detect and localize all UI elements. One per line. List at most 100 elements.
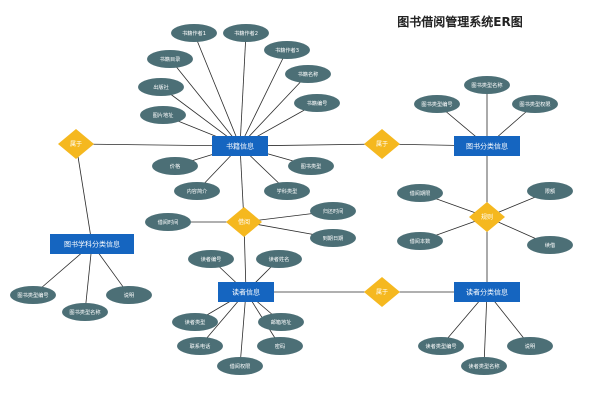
attribute-e6: 密码 xyxy=(257,337,303,355)
attribute-ellipse xyxy=(147,50,193,68)
entity-box xyxy=(50,234,134,254)
relationship-diamond xyxy=(58,129,94,159)
attribute-ellipse xyxy=(10,286,56,304)
connector-line xyxy=(239,32,247,147)
attribute-label: 内容简介 xyxy=(187,187,209,195)
attribute-a11: 内容简介 xyxy=(174,182,220,200)
attribute-ellipse xyxy=(62,303,108,321)
attribute-d1: 借阅期限 xyxy=(397,184,443,202)
attribute-label: 密码 xyxy=(275,342,285,350)
attribute-label: 读者类型编号 xyxy=(425,342,456,350)
attribute-a6: 出版社 xyxy=(138,78,184,96)
entity-bookcat: 图书分类信息 xyxy=(454,136,520,156)
attribute-d2: 借阅本数 xyxy=(397,232,443,250)
attribute-ellipse xyxy=(294,94,340,112)
attribute-ellipse xyxy=(527,236,573,254)
entity-label: 图书分类信息 xyxy=(466,142,508,151)
attribute-ellipse xyxy=(152,157,198,175)
entity-book: 书籍信息 xyxy=(212,136,268,156)
attribute-label: 限额 xyxy=(545,187,556,195)
attribute-label: 图书类型名称 xyxy=(471,81,502,89)
attribute-label: 出版社 xyxy=(153,83,169,91)
attribute-d3: 限额 xyxy=(527,182,573,200)
attribute-label: 书籍作者2 xyxy=(234,29,258,37)
relationship-r_right: 属于 xyxy=(364,129,400,159)
attribute-ellipse xyxy=(310,202,356,220)
attribute-s2: 图书类型名称 xyxy=(62,303,108,321)
attribute-label: 书籍作者1 xyxy=(182,29,206,37)
attribute-label: 续借 xyxy=(545,241,556,249)
connector-line xyxy=(483,291,488,367)
attribute-ellipse xyxy=(140,106,186,124)
attribute-ellipse xyxy=(188,250,234,268)
attribute-e3: 读者类型 xyxy=(172,313,218,331)
entity-label: 读者分类信息 xyxy=(466,288,508,297)
attribute-e7: 借阅权限 xyxy=(217,357,263,375)
attribute-label: 说明 xyxy=(124,291,134,299)
relationship-r_borrow: 借阅 xyxy=(226,207,262,237)
attribute-s1: 图书类型编号 xyxy=(10,286,56,304)
attribute-label: 书籍作者3 xyxy=(275,46,299,54)
relationship-diamond xyxy=(364,277,400,307)
connector-line xyxy=(239,291,247,367)
attribute-label: 邮箱地址 xyxy=(271,318,292,326)
connector-line xyxy=(193,32,241,147)
connector-line xyxy=(84,243,93,313)
attribute-ellipse xyxy=(258,313,304,331)
attribute-ellipse xyxy=(418,337,464,355)
attribute-label: 说明 xyxy=(525,342,535,350)
attribute-label: 借阅时间 xyxy=(158,218,179,226)
attribute-label: 价格 xyxy=(170,162,181,170)
attribute-ellipse xyxy=(171,24,217,42)
entity-label: 读者信息 xyxy=(232,288,260,297)
relationship-r_rules: 规则 xyxy=(469,202,505,232)
attribute-ellipse xyxy=(172,313,218,331)
attribute-ellipse xyxy=(177,337,223,355)
attribute-label: 读者编号 xyxy=(201,255,222,263)
entity-box xyxy=(454,282,520,302)
entity-box xyxy=(218,282,274,302)
attribute-a7: 书籍编号 xyxy=(294,94,340,112)
attribute-ellipse xyxy=(288,157,334,175)
attribute-c1: 借阅时间 xyxy=(145,213,191,231)
diagram-title: 图书借阅管理系统ER图 xyxy=(397,14,522,29)
attribute-label: 书籍目录 xyxy=(160,55,181,63)
attribute-ellipse xyxy=(256,250,302,268)
attribute-d4: 续借 xyxy=(527,236,573,254)
relationship-r_left: 属于 xyxy=(58,129,94,159)
attribute-ellipse xyxy=(285,65,331,83)
attribute-ellipse xyxy=(414,95,460,113)
attribute-e4: 邮箱地址 xyxy=(258,313,304,331)
attribute-b2: 图书类型编号 xyxy=(414,95,460,113)
entity-subject: 图书学科分类信息 xyxy=(50,234,134,254)
attribute-label: 到期日期 xyxy=(323,235,344,242)
attribute-f3: 读者类型名称 xyxy=(461,357,507,375)
connector-line xyxy=(239,73,309,147)
attribute-ellipse xyxy=(310,229,356,247)
attribute-e2: 读者姓名 xyxy=(256,250,302,268)
attribute-a3: 书籍作者3 xyxy=(264,41,310,59)
attribute-label: 归还时间 xyxy=(323,207,344,215)
attribute-label: 图书类型权限 xyxy=(519,100,550,108)
relationship-label: 属于 xyxy=(376,289,388,296)
attribute-a8: 图片地址 xyxy=(140,106,186,124)
attribute-a10: 图书类型 xyxy=(288,157,334,175)
attribute-ellipse xyxy=(512,95,558,113)
attribute-ellipse xyxy=(106,286,152,304)
attribute-ellipse xyxy=(257,337,303,355)
attribute-a9: 价格 xyxy=(152,157,198,175)
attribute-ellipse xyxy=(527,182,573,200)
attribute-e1: 读者编号 xyxy=(188,250,234,268)
attribute-ellipse xyxy=(464,76,510,94)
relationship-label: 借阅 xyxy=(238,218,250,226)
attribute-a12: 学科类型 xyxy=(264,182,310,200)
relationship-label: 属于 xyxy=(376,141,388,148)
attribute-ellipse xyxy=(174,182,220,200)
attribute-ellipse xyxy=(145,213,191,231)
relationship-r_reader: 属于 xyxy=(364,277,400,307)
attribute-a4: 书籍目录 xyxy=(147,50,193,68)
entity-box xyxy=(212,136,268,156)
attribute-ellipse xyxy=(397,232,443,250)
